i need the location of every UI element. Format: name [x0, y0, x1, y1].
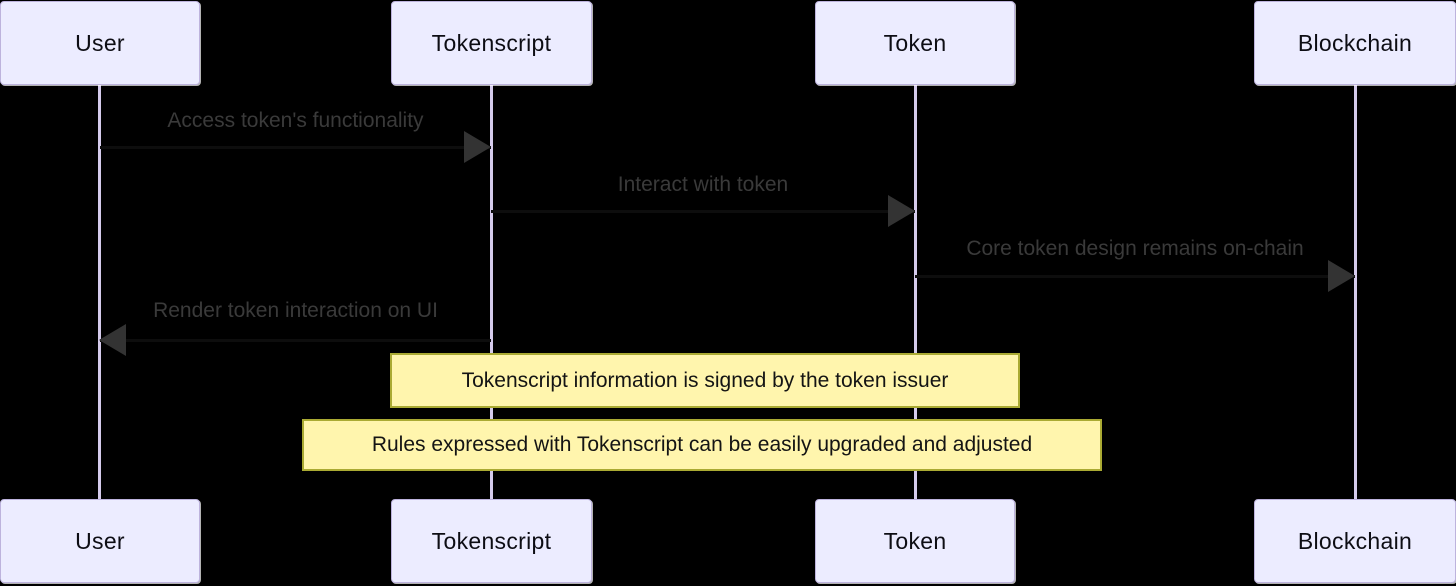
actor-top-token: Token — [815, 1, 1015, 85]
actor-label: Token — [883, 527, 947, 554]
actor-label: User — [75, 527, 125, 554]
actor-label: Blockchain — [1297, 29, 1413, 56]
actor-label: Tokenscript — [431, 527, 552, 554]
message-line — [491, 210, 915, 213]
arrowhead-right-icon — [464, 131, 491, 163]
message-line — [915, 275, 1355, 278]
actor-bottom-blockchain: Blockchain — [1254, 499, 1456, 583]
actor-bottom-token: Token — [815, 499, 1015, 583]
lifeline-tokenscript — [490, 85, 493, 499]
note-rules-upgradable: Rules expressed with Tokenscript can be … — [302, 419, 1102, 471]
actor-bottom-user: User — [0, 499, 200, 583]
message-label-render-token-ui: Render token interaction on UI — [153, 299, 438, 322]
message-line — [100, 146, 491, 149]
arrowhead-left-icon — [99, 324, 126, 356]
actor-label: Token — [883, 29, 947, 56]
message-label-interact-with-token: Interact with token — [617, 173, 789, 196]
message-label-access-functionality: Access token's functionality — [167, 109, 424, 132]
actor-top-tokenscript: Tokenscript — [391, 1, 592, 85]
actor-label: Blockchain — [1297, 527, 1413, 554]
arrowhead-right-icon — [888, 195, 915, 227]
note-text: Tokenscript information is signed by the… — [461, 368, 949, 392]
note-text: Rules expressed with Tokenscript can be … — [371, 433, 1033, 456]
message-line — [100, 339, 491, 342]
actor-bottom-tokenscript: Tokenscript — [391, 499, 592, 583]
lifeline-blockchain — [1354, 85, 1357, 499]
actor-top-user: User — [0, 1, 200, 85]
lifeline-token — [914, 85, 917, 499]
lifeline-user — [98, 85, 101, 499]
actor-label: Tokenscript — [431, 29, 552, 56]
message-label-core-token-design: Core token design remains on-chain — [966, 237, 1304, 260]
actor-label: User — [75, 29, 125, 56]
note-signed-by-issuer: Tokenscript information is signed by the… — [390, 353, 1020, 408]
actor-top-blockchain: Blockchain — [1254, 1, 1456, 85]
arrowhead-right-icon — [1328, 260, 1355, 292]
